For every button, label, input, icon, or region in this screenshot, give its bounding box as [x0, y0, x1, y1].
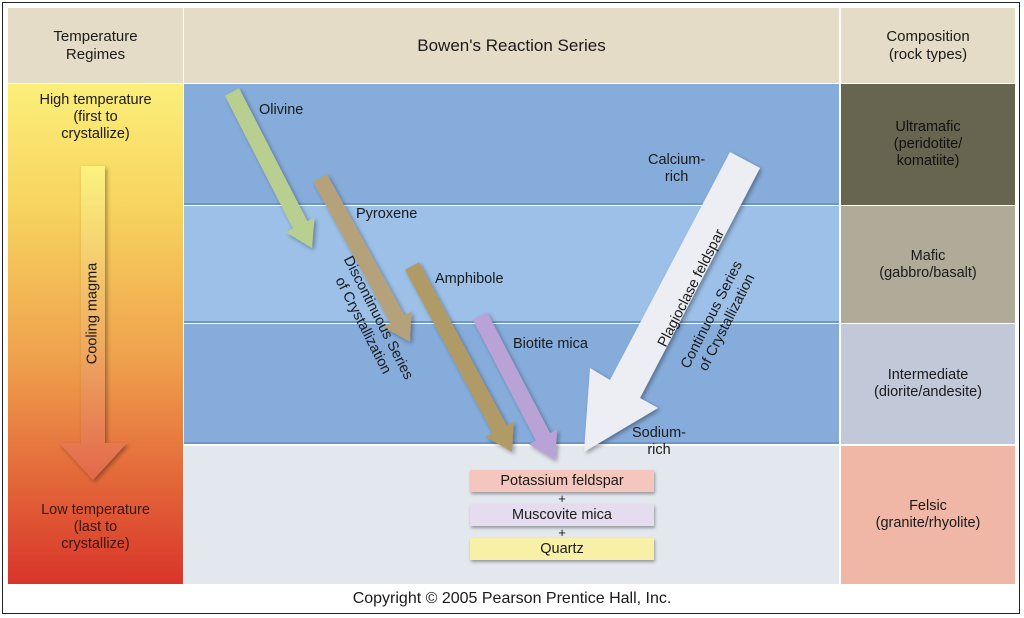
- band-intermediate: [184, 324, 839, 444]
- calcium-line2: rich: [664, 169, 689, 185]
- composition-detail: (peridotite/: [893, 136, 963, 152]
- header-temperature-line1: Temperature: [53, 27, 138, 45]
- header-composition-line2: (rock types): [888, 45, 968, 63]
- plus-sign: +: [558, 491, 566, 506]
- high-temp-line2: (first to: [73, 109, 118, 125]
- composition-intermediate: Intermediate (diorite/andesite): [841, 324, 1015, 444]
- header-temperature-line2: Regimes: [65, 45, 126, 63]
- composition-name: Ultramafic: [895, 119, 961, 135]
- mineral-muscovite-mica: Muscovite mica: [470, 504, 654, 526]
- low-temp-line3: crystallize): [61, 536, 130, 552]
- calcium-line1: Calcium-: [648, 152, 706, 168]
- plus-sign: +: [558, 525, 566, 540]
- mineral-potassium-feldspar: Potassium feldspar: [470, 470, 654, 492]
- copyright-footer: Copyright © 2005 Pearson Prentice Hall, …: [352, 590, 672, 607]
- label-amphibole: Amphibole: [435, 271, 504, 287]
- mineral-quartz: Quartz: [470, 538, 654, 560]
- composition-detail: (granite/rhyolite): [875, 515, 981, 531]
- header-temperature-regimes: Temperature Regimes: [8, 8, 183, 83]
- high-temp-line3: crystallize): [61, 126, 130, 142]
- low-temperature-label: Low temperature (last to crystallize): [8, 502, 183, 553]
- title-text: Bowen's Reaction Series: [417, 35, 606, 55]
- label-biotite-mica: Biotite mica: [513, 336, 588, 352]
- composition-detail: (diorite/andesite): [874, 384, 982, 400]
- high-temp-line1: High temperature: [39, 92, 152, 108]
- cooling-magma-label: Cooling magma: [85, 254, 102, 374]
- label-sodium-rich: Sodium- rich: [632, 425, 686, 459]
- composition-felsic: Felsic (granite/rhyolite): [841, 446, 1015, 584]
- composition-mafic: Mafic (gabbro/basalt): [841, 206, 1015, 323]
- composition-detail: (gabbro/basalt): [879, 264, 977, 281]
- mineral-name: Quartz: [540, 541, 584, 557]
- composition-name: Mafic: [910, 247, 946, 264]
- composition-name: Felsic: [909, 498, 947, 514]
- composition-detail: komatiite): [896, 153, 960, 169]
- sodium-line1: Sodium-: [632, 425, 686, 441]
- mineral-name: Muscovite mica: [512, 507, 612, 523]
- high-temperature-label: High temperature (first to crystallize): [8, 92, 183, 143]
- header-composition: Composition (rock types): [841, 8, 1015, 83]
- label-olivine: Olivine: [259, 102, 304, 118]
- cooling-magma-text: Cooling magma: [84, 262, 101, 365]
- low-temp-line1: Low temperature: [41, 502, 150, 518]
- low-temp-line2: (last to: [73, 519, 118, 535]
- label-pyroxene: Pyroxene: [356, 206, 418, 222]
- diagram-title: Bowen's Reaction Series: [184, 8, 839, 83]
- mineral-name: Potassium feldspar: [500, 473, 624, 489]
- composition-name: Intermediate: [887, 367, 969, 383]
- composition-ultramafic: Ultramafic (peridotite/ komatiite): [841, 84, 1015, 205]
- header-composition-line1: Composition: [886, 27, 970, 45]
- sodium-line2: rich: [647, 442, 671, 458]
- label-calcium-rich: Calcium- rich: [648, 152, 705, 186]
